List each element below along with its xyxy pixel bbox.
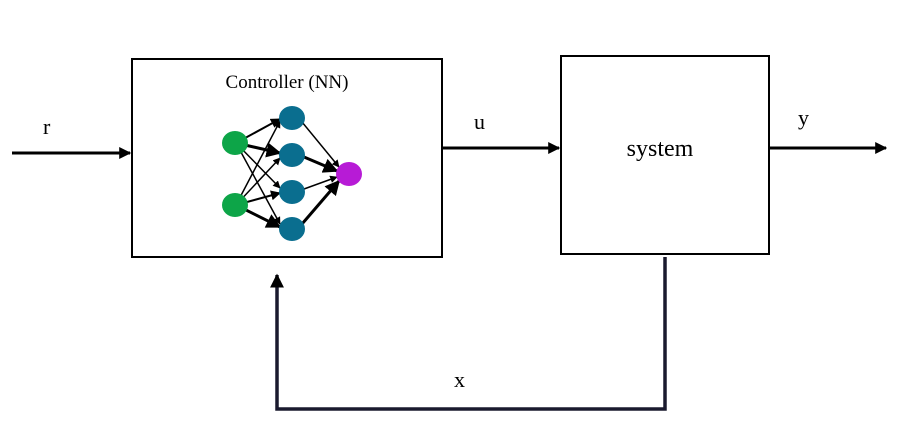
nn-hidden-node bbox=[279, 106, 305, 130]
nn-hidden-node bbox=[279, 143, 305, 167]
system-label: system bbox=[627, 136, 694, 162]
nn-edge bbox=[235, 120, 281, 206]
system-block bbox=[560, 55, 770, 255]
nn-output-layer bbox=[336, 162, 362, 186]
output-label: y bbox=[798, 105, 809, 130]
nn-edge bbox=[303, 175, 338, 190]
nn-edge bbox=[300, 179, 341, 225]
nn-hidden-layer bbox=[279, 106, 305, 241]
reference-label: r bbox=[43, 114, 51, 139]
nn-hidden-node bbox=[279, 180, 305, 204]
nn-input-node bbox=[222, 131, 248, 155]
nn-hidden-node bbox=[279, 217, 305, 241]
nn-output-node bbox=[336, 162, 362, 186]
nn-edge bbox=[303, 155, 339, 173]
controller-title: Controller (NN) bbox=[226, 72, 349, 93]
nn-input-node bbox=[222, 193, 248, 217]
control-label: u bbox=[474, 109, 485, 134]
feedback-path bbox=[270, 257, 667, 411]
nn-input-layer bbox=[222, 131, 248, 217]
nn-edge bbox=[235, 142, 281, 225]
state-label: x bbox=[454, 367, 465, 392]
